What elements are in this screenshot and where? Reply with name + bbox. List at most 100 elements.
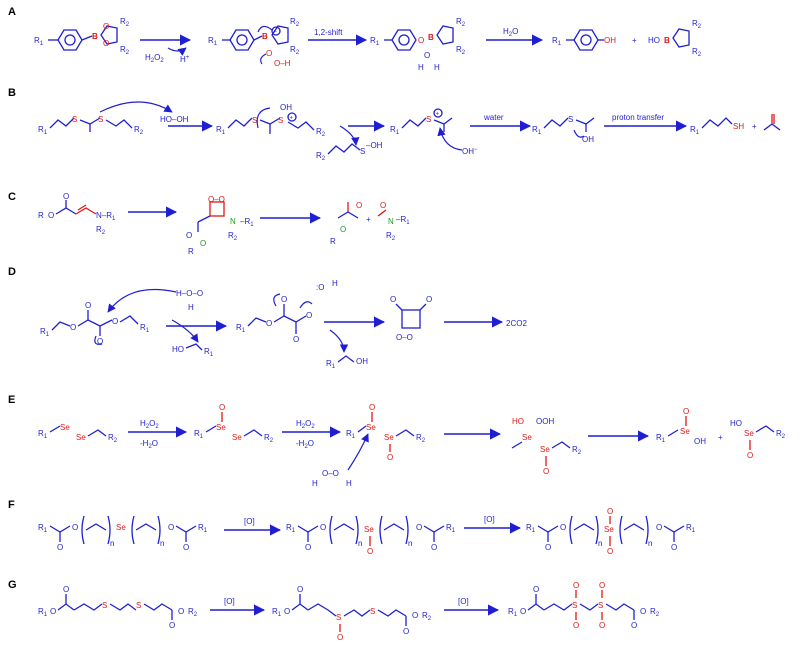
- svg-text:R2: R2: [120, 17, 130, 28]
- svg-text:R1: R1: [370, 36, 380, 47]
- svg-text:O: O: [747, 451, 753, 460]
- svg-text:Se: Se: [384, 433, 394, 442]
- svg-text:R2: R2: [416, 433, 426, 444]
- svg-text:R2: R2: [386, 231, 396, 242]
- svg-text:H: H: [312, 479, 318, 488]
- panel-B-water: water: [483, 113, 504, 122]
- svg-text:R2: R2: [290, 45, 300, 56]
- svg-text:R2: R2: [108, 433, 118, 444]
- panel-G-oxidant-2: [O]: [458, 597, 469, 606]
- svg-text::O: :O: [316, 283, 324, 292]
- svg-text:n: n: [358, 539, 362, 548]
- svg-text:n: n: [648, 539, 652, 548]
- svg-text:+: +: [752, 122, 757, 131]
- svg-text:O: O: [671, 543, 677, 552]
- svg-text:R2: R2: [96, 225, 106, 236]
- svg-text:O–O: O–O: [322, 469, 339, 478]
- svg-text:R1: R1: [446, 523, 456, 534]
- svg-text:OH: OH: [280, 103, 292, 112]
- svg-text:R2: R2: [456, 45, 466, 56]
- svg-text:S: S: [278, 116, 283, 125]
- panel-G-sulfoxide: R1 O O S O S O O R2: [272, 585, 432, 642]
- svg-text:O: O: [178, 607, 184, 616]
- svg-text:O: O: [431, 543, 437, 552]
- svg-text:–OH: –OH: [366, 141, 383, 150]
- panel-A-intermediate-2: R1 O B R2 R2 O H H: [370, 17, 466, 72]
- svg-text:O: O: [297, 585, 303, 594]
- svg-text:R2: R2: [316, 127, 326, 138]
- svg-text:O: O: [356, 201, 362, 210]
- svg-text:O: O: [85, 301, 91, 310]
- panel-F-oxidant-2: [O]: [484, 515, 495, 524]
- svg-text:O–O: O–O: [396, 333, 413, 342]
- svg-text:R1: R1: [346, 429, 356, 440]
- svg-text:O: O: [599, 581, 605, 590]
- panel-C-products: O O R + O N –R1 R2: [330, 201, 410, 246]
- svg-text:-H2O: -H2O: [140, 439, 158, 450]
- svg-text:R1: R1: [390, 125, 400, 136]
- svg-text:+: +: [366, 215, 371, 224]
- svg-text:H2O2: H2O2: [296, 419, 315, 430]
- svg-text:–R1: –R1: [240, 217, 254, 228]
- svg-text:O: O: [367, 547, 373, 556]
- svg-text:O: O: [72, 523, 78, 532]
- svg-text:HO: HO: [648, 36, 660, 45]
- svg-text:R1: R1: [198, 523, 208, 534]
- svg-text:R1: R1: [272, 607, 282, 618]
- svg-text:O: O: [340, 225, 346, 234]
- svg-text:O–O: O–O: [208, 195, 225, 204]
- svg-text:Se: Se: [522, 433, 532, 442]
- svg-text:O: O: [545, 543, 551, 552]
- svg-text:O: O: [418, 36, 424, 45]
- panel-A-reactant: R1 B O O R2 R2: [34, 17, 130, 56]
- svg-text:R2: R2: [120, 45, 130, 56]
- svg-text:R2: R2: [316, 151, 326, 162]
- svg-text:R1: R1: [286, 523, 296, 534]
- svg-text:R1: R1: [686, 523, 696, 534]
- svg-text:R: R: [188, 247, 194, 256]
- svg-text:R2: R2: [188, 607, 198, 618]
- svg-text:O: O: [640, 607, 646, 616]
- svg-text:S: S: [568, 115, 573, 124]
- svg-text:HO: HO: [512, 417, 524, 426]
- svg-text:O: O: [543, 467, 549, 476]
- svg-text:O: O: [573, 621, 579, 630]
- svg-text:OH: OH: [694, 437, 706, 446]
- svg-text:H: H: [418, 63, 424, 72]
- svg-text:H: H: [434, 63, 440, 72]
- svg-text:H2O2: H2O2: [140, 419, 159, 430]
- svg-text:O: O: [183, 543, 189, 552]
- svg-text:O: O: [57, 543, 63, 552]
- svg-text:HO: HO: [172, 345, 184, 354]
- svg-text:+: +: [718, 433, 723, 442]
- svg-text:R1: R1: [508, 607, 518, 618]
- svg-text:R1: R1: [194, 429, 204, 440]
- svg-text:O: O: [293, 335, 299, 344]
- svg-text:Se: Se: [364, 525, 374, 534]
- svg-text:R1: R1: [326, 359, 336, 370]
- svg-text:H: H: [188, 303, 194, 312]
- svg-text:O: O: [390, 295, 396, 304]
- svg-text:R1: R1: [40, 327, 50, 338]
- svg-text:O: O: [533, 585, 539, 594]
- panel-F-oxidant-1: [O]: [244, 517, 255, 526]
- svg-text:R2: R2: [264, 433, 274, 444]
- panel-B-products: R1 SH +: [690, 114, 781, 136]
- panel-A-h2o: H2O: [503, 27, 518, 38]
- panel-label-G: G: [8, 579, 17, 591]
- svg-text:O: O: [97, 337, 103, 346]
- svg-text:Se: Se: [76, 433, 86, 442]
- svg-text:n: n: [110, 539, 114, 548]
- svg-text:Se: Se: [366, 423, 376, 432]
- svg-text:S: S: [360, 147, 365, 156]
- panel-G-oxidant-1: [O]: [224, 597, 235, 606]
- svg-text:O: O: [337, 633, 343, 642]
- svg-text:Se: Se: [604, 525, 614, 534]
- svg-text:O: O: [112, 317, 118, 326]
- svg-text:O: O: [266, 319, 272, 328]
- svg-text:OH−: OH−: [462, 147, 478, 156]
- panel-F-selenone: R1 O O n O Se O n O O R1: [526, 507, 696, 556]
- svg-text:R1: R1: [38, 607, 48, 618]
- svg-text:R2: R2: [692, 47, 702, 58]
- svg-text:Se: Se: [216, 423, 226, 432]
